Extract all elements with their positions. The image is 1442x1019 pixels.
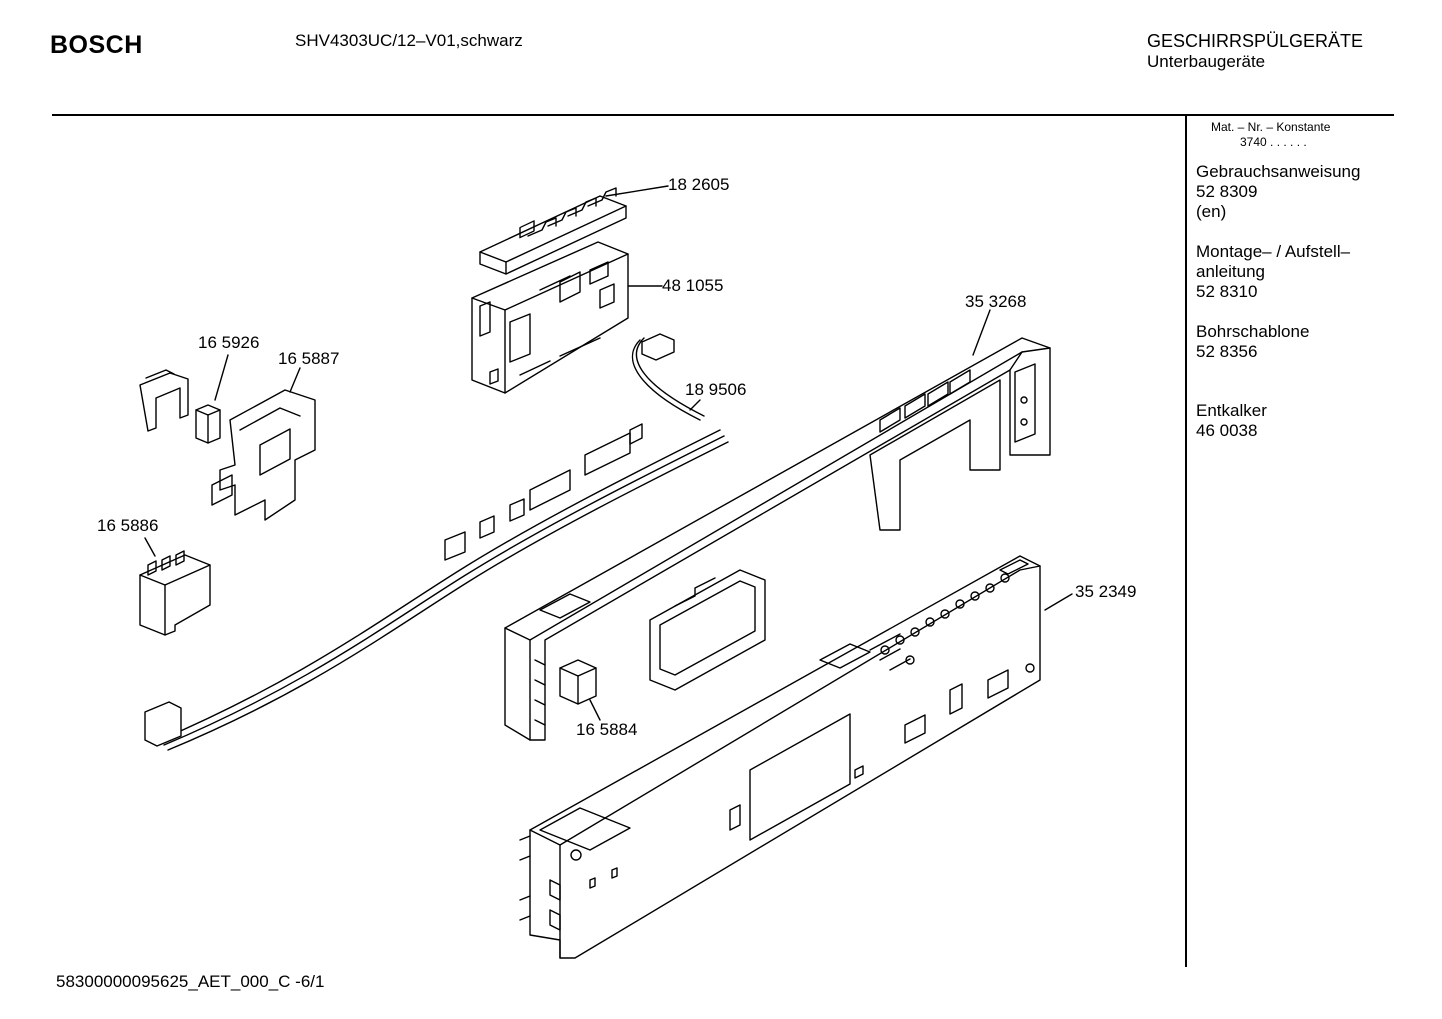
part-control-module bbox=[471, 241, 663, 394]
model-number: SHV4303UC/12–V01,schwarz bbox=[295, 31, 523, 50]
label-182605: 18 2605 bbox=[668, 175, 730, 194]
header-divider bbox=[52, 114, 1394, 116]
part-button-strip bbox=[479, 185, 669, 275]
label-165926: 16 5926 bbox=[198, 333, 260, 352]
part-small-block bbox=[559, 659, 601, 721]
subcategory-title: Unterbaugeräte bbox=[1147, 52, 1266, 71]
doc-manual-lang: (en) bbox=[1196, 202, 1227, 221]
doc-installation-number: 52 8310 bbox=[1196, 282, 1258, 301]
sidebar-divider bbox=[1185, 116, 1187, 967]
label-189506: 18 9506 bbox=[685, 380, 747, 399]
doc-descaler-number: 46 0038 bbox=[1196, 421, 1258, 440]
part-panel-frame bbox=[504, 309, 1051, 741]
doc-template-number: 52 8356 bbox=[1196, 342, 1258, 361]
part-handle bbox=[649, 569, 766, 691]
document-code: 58300000095625_AET_000_C -6/1 bbox=[56, 972, 325, 991]
doc-manual-title: Gebrauchsanweisung bbox=[1196, 162, 1361, 181]
label-352349: 35 2349 bbox=[1075, 582, 1137, 601]
label-165884: 16 5884 bbox=[576, 720, 638, 739]
mat-number-label: Mat. – Nr. – Konstante bbox=[1211, 120, 1331, 134]
label-165887: 16 5887 bbox=[278, 349, 340, 368]
part-inner-panel bbox=[519, 555, 1073, 959]
category-title: GESCHIRRSPÜLGERÄTE bbox=[1147, 31, 1364, 51]
part-cover-clip bbox=[139, 354, 229, 432]
doc-installation-title2: anleitung bbox=[1196, 262, 1266, 281]
label-165886: 16 5886 bbox=[97, 516, 159, 535]
part-relay bbox=[195, 404, 221, 444]
doc-template-title: Bohrschablone bbox=[1196, 322, 1310, 341]
part-switch-bracket bbox=[211, 367, 316, 521]
mat-number-value: 3740 . . . . . . bbox=[1240, 135, 1307, 149]
doc-manual-number: 52 8309 bbox=[1196, 182, 1258, 201]
doc-descaler-title: Entkalker bbox=[1196, 401, 1267, 420]
doc-installation: Montage– / Aufstell– anleitung 52 8310 bbox=[1196, 242, 1350, 302]
label-481055: 48 1055 bbox=[662, 276, 724, 295]
part-wiring-harness bbox=[144, 333, 729, 751]
exploded-parts-diagram bbox=[139, 185, 1073, 959]
doc-template: Bohrschablone 52 8356 bbox=[1196, 322, 1309, 362]
part-terminal-block bbox=[139, 537, 211, 636]
doc-installation-title: Montage– / Aufstell– bbox=[1196, 242, 1351, 261]
doc-descaler: Entkalker 46 0038 bbox=[1196, 401, 1267, 441]
doc-manual: Gebrauchsanweisung 52 8309 (en) bbox=[1196, 162, 1360, 222]
label-353268: 35 3268 bbox=[965, 292, 1027, 311]
brand-logo: BOSCH bbox=[50, 31, 143, 59]
